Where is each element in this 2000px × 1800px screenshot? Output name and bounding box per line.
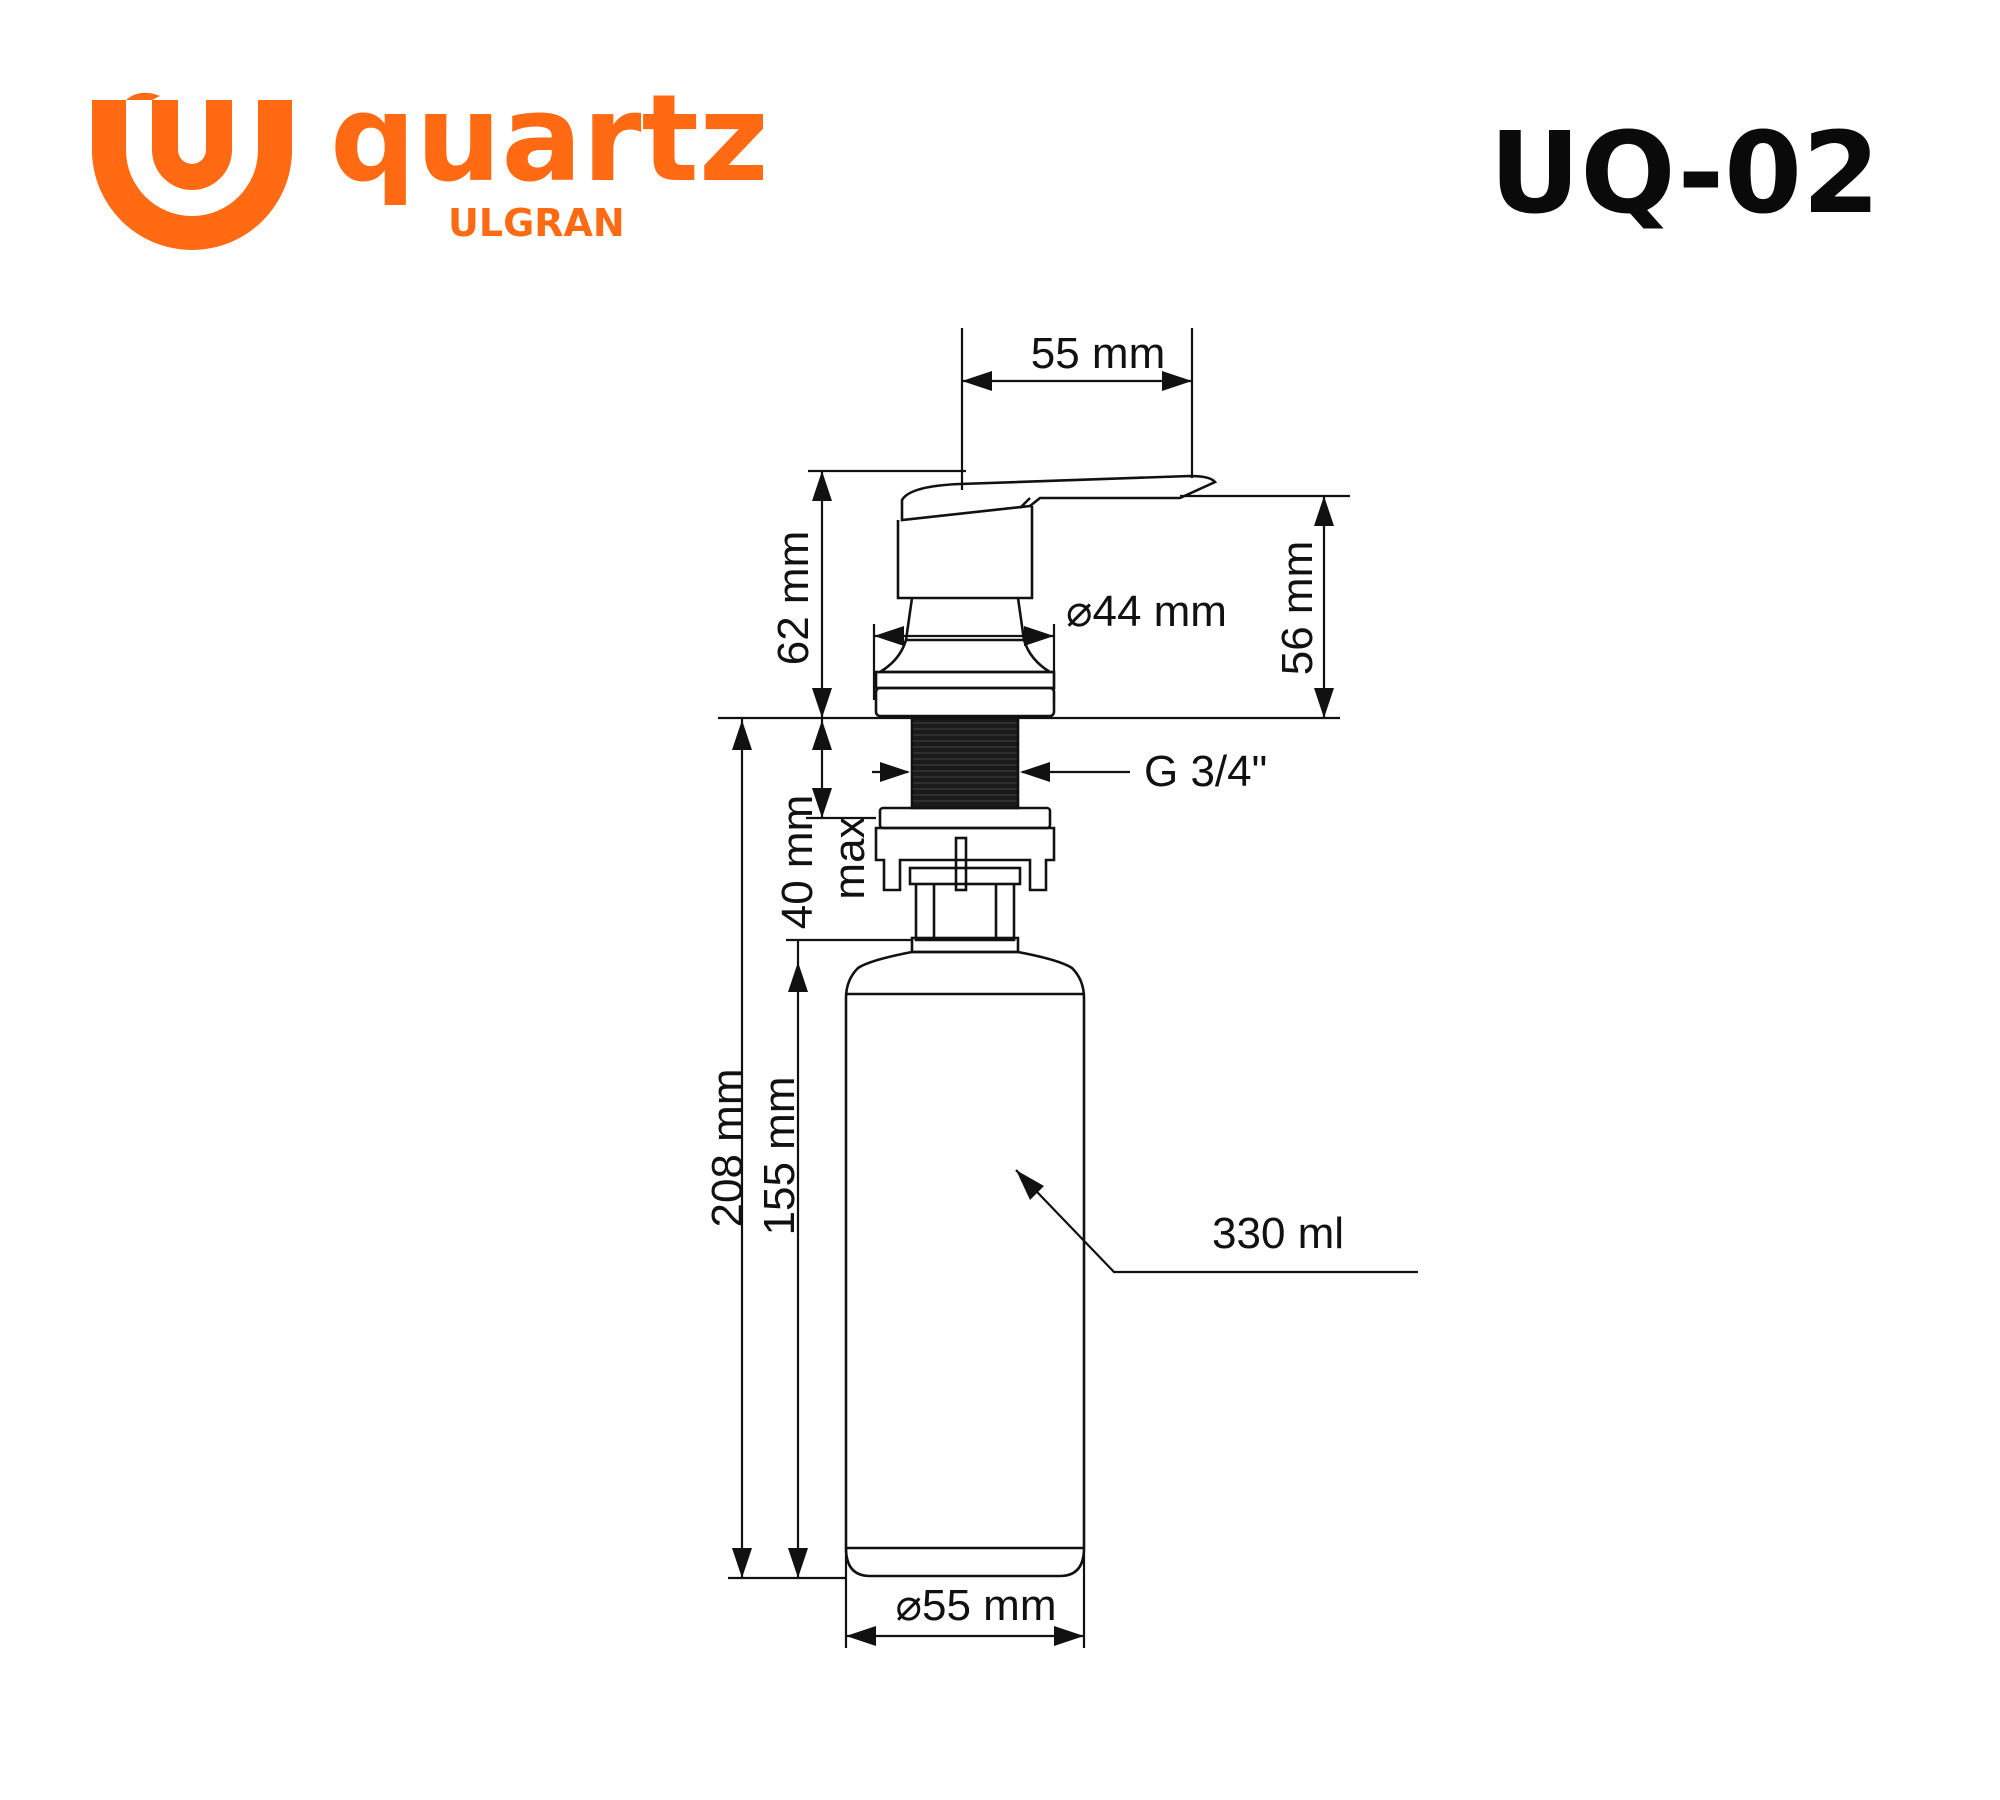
label-total-below: 208 mm: [703, 1069, 752, 1228]
dimension-bottle-height: 155 mm: [755, 940, 808, 1578]
dimension-base-diameter: ⌀44 mm: [872, 587, 1227, 700]
brand-subname: ULGRAN: [448, 201, 625, 245]
dimension-thread: G 3/4": [872, 747, 1267, 796]
label-bottle-diameter: ⌀55 mm: [896, 1581, 1057, 1630]
dimension-spout-reach: 55 mm: [960, 328, 1194, 490]
label-thread: G 3/4": [1144, 747, 1267, 796]
label-base-diameter: ⌀44 mm: [1066, 587, 1227, 636]
brand-name: quartz: [330, 70, 769, 209]
dimension-volume: 330 ml: [1015, 1169, 1418, 1274]
label-countertop: 40 mm: [773, 795, 822, 929]
label-head-height: 62 mm: [769, 531, 818, 665]
model-title: UQ-02: [1489, 109, 1880, 239]
brand-logo: quartz ULGRAN: [92, 70, 769, 250]
soap-bottle: [844, 950, 1086, 1578]
label-bottle-height: 155 mm: [755, 1077, 804, 1236]
brand-mark-icon: [92, 92, 292, 250]
label-spout-reach: 55 mm: [1031, 329, 1165, 378]
dimension-total-below: 208 mm: [703, 718, 846, 1580]
label-head-height-above: 56 mm: [1273, 541, 1322, 675]
label-volume: 330 ml: [1212, 1209, 1344, 1258]
threaded-shank: [874, 716, 1056, 954]
label-countertop-max: max: [825, 816, 874, 899]
dimension-head-height: 62 mm: [718, 469, 1340, 720]
dimension-countertop: 40 mm max: [773, 718, 912, 942]
dimension-bottle-diameter: ⌀55 mm: [844, 1550, 1086, 1648]
dimension-head-height-above: 56 mm: [1180, 494, 1350, 718]
